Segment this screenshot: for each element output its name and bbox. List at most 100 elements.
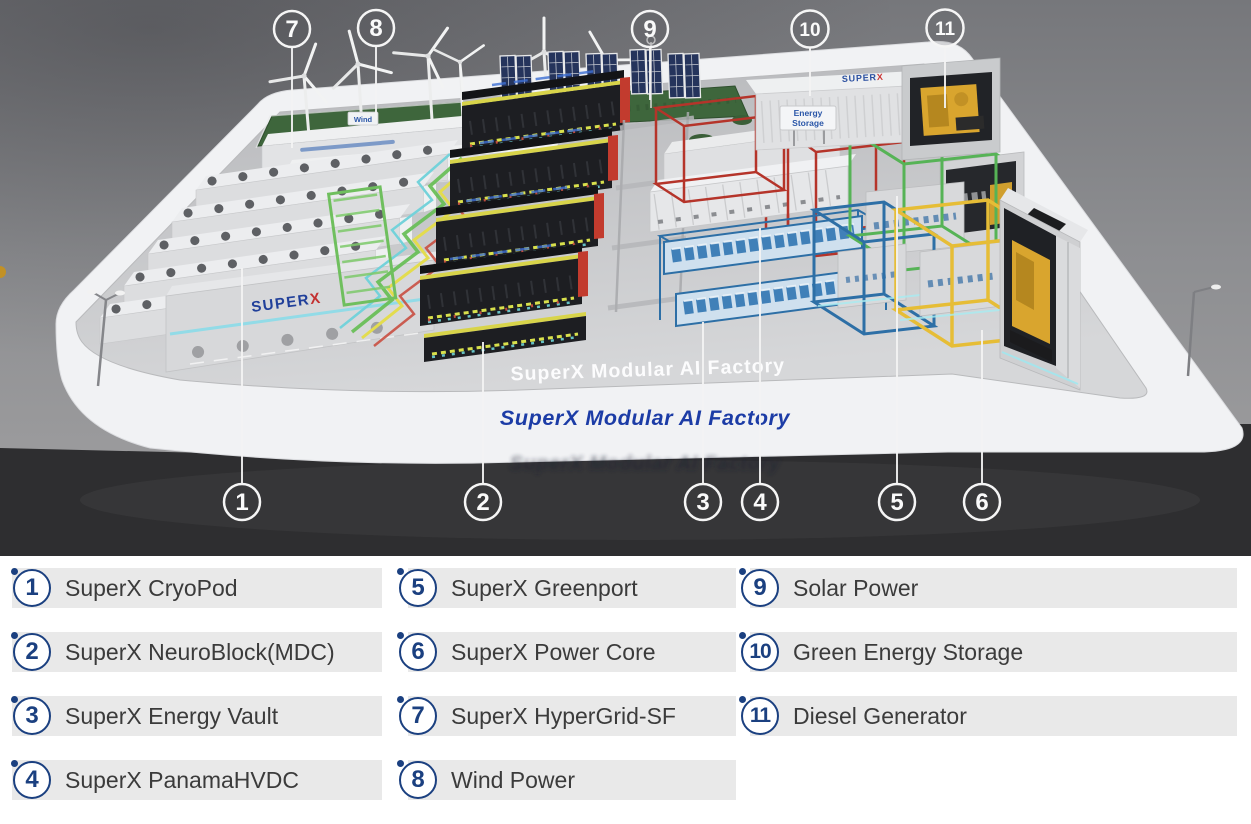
legend-item-1: 1 SuperX CryoPod (11, 568, 382, 608)
legend-item-6: 6 SuperX Power Core (397, 632, 736, 672)
callout-9: 9 (630, 9, 670, 49)
callout-10: 10 (790, 9, 830, 49)
number-dot-icon (11, 760, 18, 767)
pipe-ladder-frame (326, 185, 398, 307)
legend-number: 3 (25, 702, 39, 729)
legend-number-badge: 8 (397, 760, 437, 799)
legend-item-bar (750, 568, 1237, 608)
legend-item-11: 11 Diesel Generator (739, 696, 1237, 736)
neuroblock-rack-row (424, 312, 586, 362)
callout-lines (241, 47, 983, 483)
factory-scene-wrap: SUPERX (0, 0, 1251, 556)
svg-text:Wind: Wind (354, 115, 373, 124)
callouts: 1 2 3 4 5 6 7 8 9 10 11 (222, 8, 1002, 522)
legend-item-bar (408, 760, 736, 800)
legend-item-bar (12, 568, 382, 608)
legend-item-5: 5 SuperX Greenport (397, 568, 736, 608)
cryopod-front-container: SUPERX (165, 251, 440, 373)
number-dot-icon (739, 568, 746, 575)
legend-number-badge: 4 (11, 760, 51, 799)
number-dot-icon (397, 568, 404, 575)
street-lamp-right (1186, 284, 1221, 377)
number-dot-icon (11, 696, 18, 703)
svg-text:3: 3 (696, 489, 709, 516)
legend-item-label: SuperX Greenport (451, 574, 638, 601)
legend-number: 6 (411, 638, 425, 665)
svg-text:9: 9 (643, 16, 656, 43)
diesel-generator-main (0, 188, 1088, 391)
legend-number-badge: 9 (739, 568, 779, 607)
legend-item-bar (750, 696, 1237, 736)
legend-number: 4 (25, 766, 39, 793)
cyan-glow-edge (817, 293, 931, 307)
legend-item-bar (12, 632, 382, 672)
legend-number: 2 (25, 638, 39, 665)
callout-1: 1 (222, 482, 262, 522)
hypergrid-label-hint (300, 139, 395, 152)
legend-number: 8 (411, 766, 425, 793)
legend-item-bar (408, 632, 736, 672)
callout-5: 5 (877, 482, 917, 522)
legend-item-bar (12, 696, 382, 736)
callout-2: 2 (463, 482, 503, 522)
number-dot-icon (397, 696, 404, 703)
legend-number: 9 (753, 574, 767, 601)
callout-4: 4 (740, 482, 780, 522)
legend-number: 7 (411, 702, 425, 729)
legend-item-label: Solar Power (793, 574, 919, 601)
legend-number-badge: 2 (11, 632, 51, 671)
callout-8: 8 (356, 8, 396, 48)
legend-number-badge: 3 (11, 696, 51, 735)
legend-item-bar (12, 760, 382, 800)
floor-title-front: SuperX Modular AI Factory (500, 406, 791, 430)
legend-item-bar (750, 632, 1237, 672)
legend-number-badge: 7 (397, 696, 437, 735)
energy-storage-sign: Energy Storage (779, 105, 837, 146)
energy-storage-container: SUPERX (746, 70, 945, 151)
wind-sign: Wind (347, 111, 379, 126)
legend-number: 5 (411, 574, 425, 601)
svg-text:1: 1 (235, 489, 248, 516)
legend-item-label: SuperX CryoPod (65, 574, 238, 601)
cyan-glow-edge (1001, 351, 1079, 385)
number-dot-icon (739, 696, 746, 703)
svg-text:10: 10 (799, 20, 820, 41)
legend-item-label: SuperX Power Core (451, 638, 656, 665)
legend-number-badge: 5 (397, 568, 437, 607)
legend-number: 1 (25, 574, 39, 601)
svg-text:Storage: Storage (792, 118, 824, 128)
floor-title-reflection: SuperX Modular AI Factory (510, 453, 781, 475)
neuroblock-racks (420, 69, 790, 362)
callout-11: 11 (925, 8, 965, 48)
number-dot-icon (11, 632, 18, 639)
legend-item-bar (408, 696, 736, 736)
legend-item-label: Diesel Generator (793, 702, 967, 729)
superx-logo: SUPERX (842, 72, 884, 84)
diesel-generator-small (901, 57, 1001, 161)
callout-6: 6 (962, 482, 1002, 522)
svg-text:11: 11 (935, 19, 956, 40)
factory-illustration: SUPERX (0, 0, 1251, 556)
legend-number-badge: 1 (11, 568, 51, 607)
legend-item-bar (408, 568, 736, 608)
svg-text:5: 5 (890, 489, 903, 516)
svg-text:6: 6 (975, 489, 988, 516)
svg-text:4: 4 (753, 489, 767, 516)
svg-text:7: 7 (285, 16, 298, 43)
legend-number-badge: 11 (739, 696, 779, 735)
neuroblock-rack-row (420, 243, 588, 326)
number-dot-icon (739, 632, 746, 639)
number-dot-icon (397, 760, 404, 767)
spec-text-hint (189, 332, 421, 365)
svg-text:8: 8 (369, 15, 382, 42)
legend-number-badge: 6 (397, 632, 437, 671)
svg-text:2: 2 (476, 489, 489, 516)
